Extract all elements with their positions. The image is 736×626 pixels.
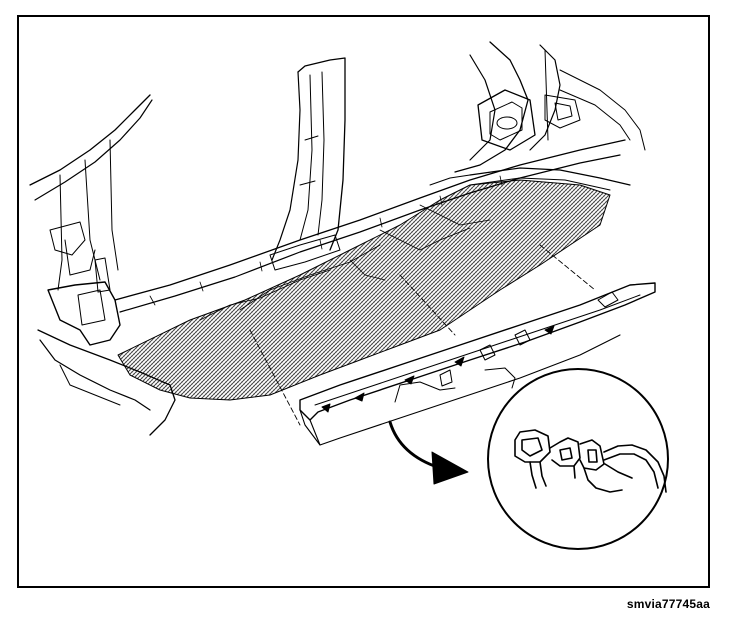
detail-circle — [487, 368, 669, 550]
rear-pillar — [454, 41, 529, 173]
kick-panel — [47, 281, 121, 346]
rear-bracket — [477, 89, 536, 151]
b-pillar — [297, 57, 346, 251]
leader-line-2 — [399, 274, 456, 336]
figure-code: smvia77745aa — [626, 597, 710, 611]
clip-profile-detail — [514, 429, 667, 493]
carpet-area — [117, 179, 611, 401]
arrow-head — [431, 451, 469, 485]
sill-plate — [299, 282, 656, 421]
left-pillar — [29, 94, 151, 186]
rocker-sill — [114, 139, 626, 301]
leader-line-1 — [249, 329, 301, 426]
leader-line-3 — [539, 244, 596, 291]
